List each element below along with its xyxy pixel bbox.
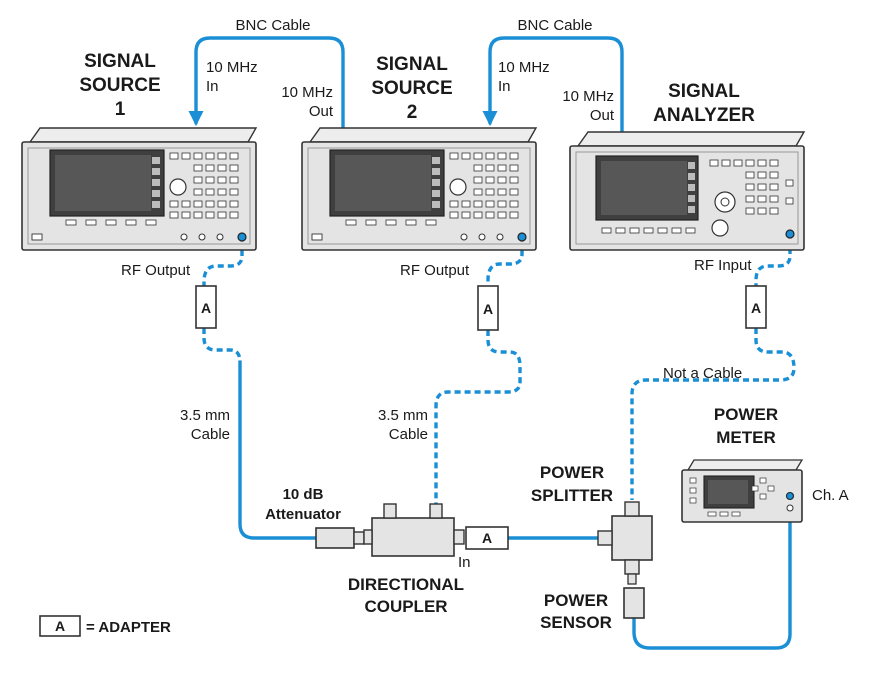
legend-adapter-box <box>39 615 81 637</box>
adapter-coupler-output: A <box>465 526 509 550</box>
legend-adapter-text: = ADAPTER <box>86 619 171 636</box>
channel-a-connector <box>785 491 795 501</box>
adapter-label: A <box>201 300 211 316</box>
source2-title-line3: 2 <box>407 102 418 123</box>
cables <box>188 36 796 650</box>
splitter-label-line1: POWER <box>540 463 604 482</box>
rf-output-label-2: RF Output <box>400 262 470 279</box>
out-10mhz-label-2a: 10 MHz <box>281 84 333 101</box>
source2-rf-dashed-lead <box>434 240 524 512</box>
adapters: A A A A <box>195 285 767 550</box>
rf-output-label-1: RF Output <box>121 262 191 279</box>
in-10mhz-label-2b: In <box>498 78 511 95</box>
bnc-cable-label-1: BNC Cable <box>235 17 310 34</box>
in-10mhz-label-1a: 10 MHz <box>206 59 258 76</box>
labels: BNC Cable BNC Cable 10 MHz In 10 MHz In … <box>121 17 849 632</box>
signal-analyzer <box>569 131 806 251</box>
out-10mhz-label-3b: Out <box>590 107 615 124</box>
coupler-label-line2: COUPLER <box>364 597 447 616</box>
adapter-source1: A <box>195 285 217 329</box>
attenuator-label-line1: 10 dB <box>283 486 324 503</box>
bnc-cable-label-2: BNC Cable <box>517 17 592 34</box>
cable-35mm-label-2a: 3.5 mm <box>378 407 428 424</box>
legend-adapter-letter: A <box>55 618 65 634</box>
legend: A = ADAPTER <box>39 615 171 637</box>
sensor-to-meter-cable <box>632 494 792 650</box>
not-a-cable-label: Not a Cable <box>663 365 742 382</box>
in-10mhz-label-1b: In <box>206 78 219 95</box>
adapter-label: A <box>751 300 761 316</box>
sensor-label-line2: SENSOR <box>540 613 612 632</box>
adapter-label: A <box>482 530 492 546</box>
rf-output-connector <box>237 232 247 242</box>
adapter-analyzer: A <box>745 285 767 329</box>
instrument-titles: SIGNAL SOURCE 1 SIGNAL SOURCE 2 SIGNAL A… <box>79 51 778 447</box>
attenuator-label-line2: Attenuator <box>265 506 341 523</box>
power-splitter <box>597 501 653 585</box>
source2-title-line2: SOURCE <box>371 78 452 99</box>
directional-coupler <box>363 503 465 557</box>
rf-input-label: RF Input <box>694 257 752 274</box>
source1-title-line1: SIGNAL <box>84 51 156 72</box>
bnc-cable-2 <box>482 36 624 134</box>
power-sensor <box>623 587 645 619</box>
bnc-cable-1 <box>188 36 345 129</box>
rf-output-connector <box>517 232 527 242</box>
splitter-label-line2: SPLITTER <box>531 486 613 505</box>
signal-source-1 <box>21 127 258 251</box>
source1-rf-dashed-lead <box>202 240 244 363</box>
cable-35mm-label-2b: Cable <box>389 426 428 443</box>
analyzer-not-a-cable-path <box>630 238 796 500</box>
rf-input-connector <box>785 229 795 239</box>
cable-35mm-label-1a: 3.5 mm <box>180 407 230 424</box>
analyzer-title-line2: ANALYZER <box>653 105 755 126</box>
power-meter <box>681 459 804 523</box>
meter-title-line1: POWER <box>714 405 778 424</box>
out-10mhz-label-2b: Out <box>309 103 334 120</box>
coupler-label-line1: DIRECTIONAL <box>348 575 464 594</box>
meter-title-line2: METER <box>716 428 776 447</box>
cable-35mm-label-1b: Cable <box>191 426 230 443</box>
source1-title-line2: SOURCE <box>79 75 160 96</box>
sensor-label-line1: POWER <box>544 591 608 610</box>
out-10mhz-label-3a: 10 MHz <box>562 88 614 105</box>
in-10mhz-label-2a: 10 MHz <box>498 59 550 76</box>
adapter-label: A <box>483 301 493 317</box>
adapter-source2: A <box>477 285 499 331</box>
coupler-in-label: In <box>458 554 471 571</box>
source1-35mm-cable <box>238 360 320 540</box>
source1-title-line3: 1 <box>115 99 126 120</box>
source2-title-line1: SIGNAL <box>376 54 448 75</box>
analyzer-title-line1: SIGNAL <box>668 81 740 102</box>
channel-a-label: Ch. A <box>812 487 849 504</box>
signal-source-2 <box>301 127 538 251</box>
attenuator <box>315 527 365 549</box>
